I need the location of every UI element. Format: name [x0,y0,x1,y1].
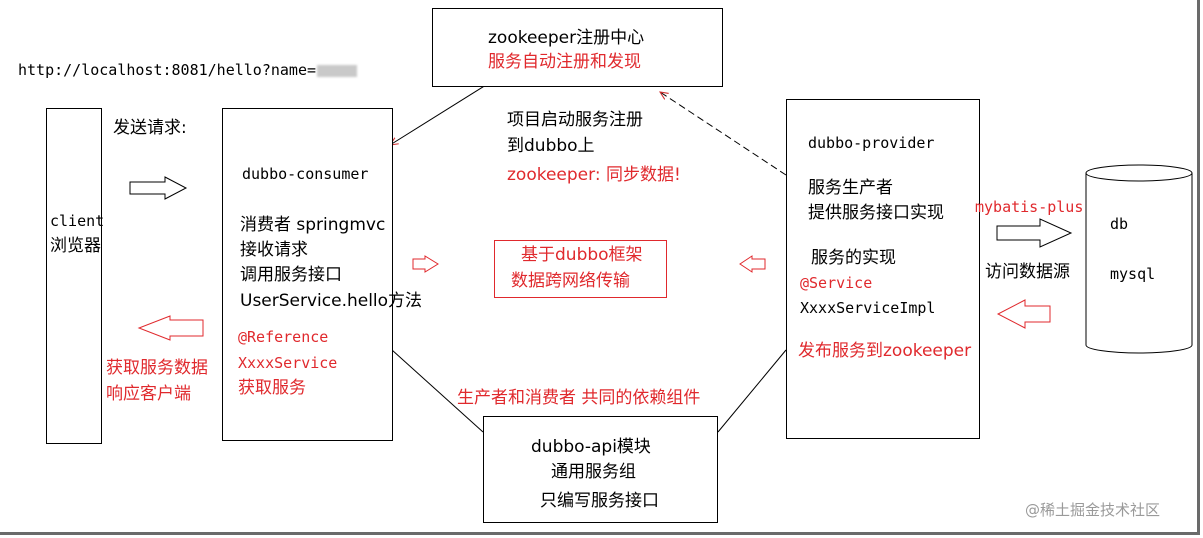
client-box [46,108,102,444]
db-cylinder [1085,164,1193,354]
api-line3: 只编写服务接口 [540,491,659,511]
consumer-line3: 调用服务接口 [240,265,342,285]
provider-impl: XxxxServiceImpl [800,299,936,317]
provider-publish: 发布服务到zookeeper [798,341,972,361]
consumer-line1: 消费者 springmvc [240,215,386,235]
provider-box [786,99,980,439]
redacted-name-value [317,64,358,77]
consumer-to-api-line [391,349,484,433]
mysql-label: mysql [1110,265,1156,283]
access-db-label: 访问数据源 [985,262,1070,282]
provider-line2: 提供服务接口实现 [808,203,944,223]
client-label: client [50,212,105,230]
startup-note-line2: 到dubbo上 [507,136,595,156]
api-box [483,416,718,523]
common-dependency-label: 生产者和消费者 共同的依赖组件 [457,388,701,408]
consumer-get-service: 获取服务 [238,378,306,398]
api-title: dubbo-api模块 [531,437,651,457]
browser-label: 浏览器 [50,236,101,256]
db-to-provider-arrow [996,299,1051,329]
provider-service-annotation: @Service [800,274,873,292]
zookeeper-title: zookeeper注册中心 [488,28,645,48]
consumer-service: XxxxService [238,354,338,372]
dubbo-frame-box [494,240,667,298]
provider-to-middle-arrow [739,255,766,273]
response-note-line2: 响应客户端 [106,384,191,404]
api-line2: 通用服务组 [551,462,636,482]
consumer-reference: @Reference [238,328,329,346]
provider-line1: 服务生产者 [808,178,893,198]
zookeeper-subtitle: 服务自动注册和发现 [488,52,641,72]
url-label: http://localhost:8081/hello?name= [18,58,358,83]
provider-to-api-line [717,349,787,433]
send-request-label: 发送请求: [113,118,187,138]
dubbo-frame-line1: 基于dubbo框架 [521,245,643,265]
consumer-box [222,108,393,441]
startup-note-line1: 项目启动服务注册 [507,110,643,130]
consumer-line4: UserService.hello方法 [240,291,423,311]
mybatis-label: mybatis-plus [975,198,1084,216]
provider-to-db-arrow [996,218,1073,248]
watermark: @稀土掘金技术社区 [1025,501,1161,519]
consumer-to-middle-arrow [412,255,439,273]
send-request-arrow [129,176,188,200]
response-note-line1: 获取服务数据 [106,358,208,378]
dubbo-frame-line2: 数据跨网络传输 [511,271,630,291]
zookeeper-box [432,8,723,87]
provider-line3: 服务的实现 [811,248,896,268]
consumer-line2: 接收请求 [240,240,308,260]
consumer-title: dubbo-consumer [242,165,369,183]
response-arrow [137,315,204,341]
db-label: db [1110,215,1129,233]
provider-title: dubbo-provider [808,134,935,152]
startup-note-line3: zookeeper: 同步数据! [507,165,681,185]
provider-to-zookeeper-line [660,92,787,176]
